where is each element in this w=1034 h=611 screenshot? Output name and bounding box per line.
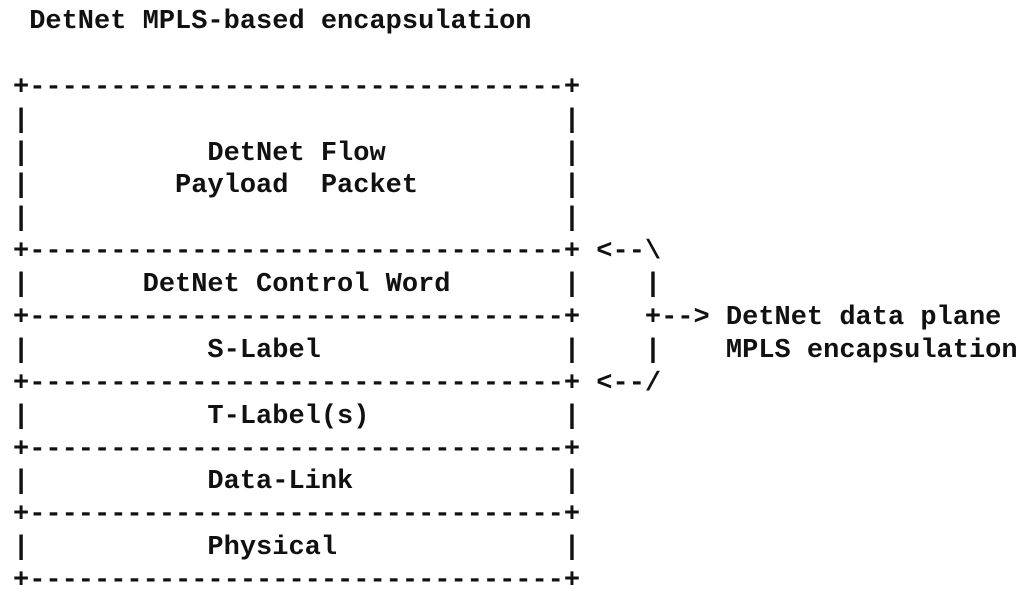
- t-label-top-border-with-bracket: +---------------------------------+ <--/: [13, 368, 662, 399]
- encapsulation-diagram: DetNet MPLS-based encapsulation +--------…: [13, 6, 1018, 598]
- diagram-blank-line: [13, 39, 1018, 72]
- data-link-row: | Data-Link |: [13, 467, 581, 498]
- box-bottom-border: +---------------------------------+: [13, 566, 581, 597]
- control-word-top-border-with-bracket: +---------------------------------+ <--\: [13, 237, 662, 268]
- t-label-row: | T-Label(s) |: [13, 401, 581, 432]
- payload-box-line-1: | DetNet Flow |: [13, 138, 581, 169]
- payload-box-padding-bottom: | |: [13, 204, 581, 235]
- diagram-title: DetNet MPLS-based encapsulation: [13, 7, 532, 37]
- physical-row: | Physical |: [13, 533, 581, 564]
- data-link-top-border: +---------------------------------+: [13, 434, 581, 465]
- payload-box-padding-top: | |: [13, 105, 581, 136]
- payload-box-line-2: | Payload Packet |: [13, 171, 581, 202]
- box-top-border: +---------------------------------+: [13, 72, 581, 103]
- physical-top-border: +---------------------------------+: [13, 500, 581, 531]
- s-label-top-border-with-annotation: +---------------------------------+ +-->…: [13, 303, 1002, 334]
- s-label-row-with-annotation: | S-Label | | MPLS encapsulation: [13, 335, 1018, 366]
- control-word-row: | DetNet Control Word | |: [13, 270, 662, 301]
